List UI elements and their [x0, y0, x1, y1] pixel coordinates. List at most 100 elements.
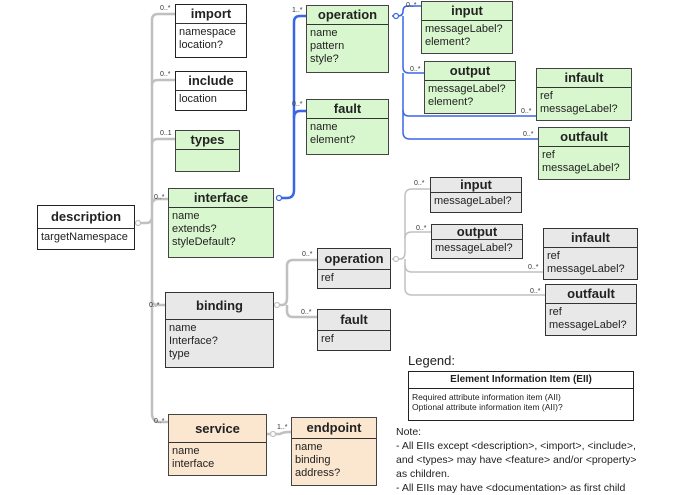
node-attr: ref: [547, 250, 560, 262]
mult-if-output: 0..*: [410, 66, 421, 73]
node-attr: messageLabel?: [542, 162, 620, 174]
edge-binding-operation: [272, 258, 317, 307]
note-line: - All EIIs except <description>, <import…: [396, 440, 636, 452]
legend-header: Element Information Item (EII): [409, 372, 633, 389]
node-attr: name: [310, 27, 338, 39]
note-line: Note:: [396, 426, 422, 438]
connector-dot: [273, 301, 281, 309]
mult-if-operation: 1..*: [292, 7, 303, 14]
node-attr: messageLabel?: [540, 103, 618, 115]
node-title: input: [431, 178, 521, 193]
edge-boperation-infault: [404, 259, 543, 273]
node-binding-fault[interactable]: fault ref: [317, 309, 391, 351]
node-attr: address?: [295, 467, 341, 479]
mult-b-input: 0..*: [414, 180, 425, 187]
edge-ifoperation-input: [392, 5, 421, 17]
node-include[interactable]: include location: [175, 71, 247, 111]
node-title: output: [432, 225, 522, 240]
node-binding-outfault[interactable]: outfault ref messageLabel?: [545, 284, 637, 336]
mult-if-infault: 0..*: [521, 108, 532, 115]
connector-dot: [134, 219, 142, 227]
node-interface-fault[interactable]: fault name element?: [306, 99, 389, 155]
node-attr: ref: [321, 272, 334, 284]
node-attr: name: [172, 210, 200, 222]
node-interface-input[interactable]: input messageLabel? element?: [421, 1, 513, 54]
legend-title: Legend:: [408, 353, 455, 368]
node-attr: name: [295, 441, 323, 453]
edge-description-interface: [150, 197, 168, 206]
node-description[interactable]: description targetNamespace: [37, 205, 135, 250]
node-attr: binding: [295, 454, 331, 466]
node-title: outfault: [546, 285, 636, 304]
node-interface-outfault[interactable]: outfault ref messageLabel?: [538, 127, 630, 180]
node-service[interactable]: service name interface: [168, 414, 267, 476]
node-title: description: [38, 206, 134, 229]
node-attr: name: [169, 322, 197, 334]
edge-description-binding: [150, 217, 168, 424]
node-attr: location: [179, 93, 217, 105]
node-interface-output[interactable]: output messageLabel? element?: [424, 61, 516, 114]
node-endpoint[interactable]: endpoint name binding address?: [291, 417, 377, 486]
connector-dot: [392, 12, 400, 20]
node-interface[interactable]: interface name extends? styleDefault?: [168, 188, 274, 258]
mult-b-outfault: 0..*: [530, 288, 541, 295]
node-title: import: [176, 5, 246, 24]
node-attr: ref: [540, 90, 553, 102]
edge-boperation-input: [392, 188, 430, 260]
edge-description-include: [150, 78, 176, 86]
node-types[interactable]: types: [175, 130, 240, 172]
node-title: binding: [166, 293, 273, 320]
node-title: interface: [169, 189, 273, 208]
edge-interface-operation: [276, 14, 307, 200]
mult-if-outfault: 0..*: [523, 131, 534, 138]
mult-b-operation: 0..*: [302, 251, 313, 258]
node-attr: element?: [310, 134, 356, 146]
edge-service-endpoint: [267, 430, 292, 436]
note-line: - All EIIs may have <documentation> as f…: [396, 482, 626, 494]
node-interface-infault[interactable]: infault ref messageLabel?: [536, 68, 632, 121]
node-attr: messageLabel?: [425, 23, 503, 35]
node-title: include: [176, 72, 246, 91]
node-attr: name: [310, 121, 338, 133]
connector-dot: [275, 194, 283, 202]
note-line: as children.: [396, 468, 450, 480]
node-import[interactable]: import namespace location?: [175, 4, 247, 58]
note: Note: - All EIIs except <description>, <…: [396, 425, 637, 495]
node-binding-operation[interactable]: operation ref: [317, 248, 391, 289]
node-title: service: [169, 415, 266, 443]
node-attr: messageLabel?: [547, 263, 625, 275]
node-attr: extends?: [172, 223, 217, 235]
node-title: input: [422, 2, 512, 21]
node-attr: messageLabel?: [434, 195, 512, 207]
mult-include: 0..*: [160, 71, 171, 78]
mult-if-fault: 0..*: [292, 101, 303, 108]
node-title: operation: [318, 249, 390, 270]
mult-if-input: 0..*: [406, 2, 417, 9]
node-attr: Interface?: [169, 335, 218, 347]
node-attr: location?: [179, 39, 224, 51]
mult-import: 0..*: [160, 5, 171, 12]
mult-interface: 0..*: [154, 194, 165, 201]
node-binding-input[interactable]: input messageLabel?: [430, 177, 522, 213]
note-line: and <types> may have <feature> and/or <p…: [396, 454, 637, 466]
edge-boperation-output: [404, 231, 431, 239]
node-title: output: [425, 62, 515, 81]
edge-ifoperation-output: [402, 16, 424, 74]
node-binding-output[interactable]: output messageLabel?: [431, 224, 523, 259]
edge-binding-fault: [285, 305, 317, 319]
edge-interface-fault: [292, 109, 307, 119]
node-attr: messageLabel?: [428, 83, 506, 95]
node-interface-operation[interactable]: operation name pattern style?: [306, 5, 389, 73]
mult-b-output: 0..*: [416, 225, 427, 232]
connector-dot: [392, 255, 400, 263]
mult-service: 0..*: [154, 418, 165, 425]
node-title: types: [176, 131, 239, 150]
node-attr: interface: [172, 458, 215, 470]
legend-line: Optional attribute information item (AII…: [412, 402, 563, 412]
node-attr: type: [169, 348, 190, 360]
node-binding-infault[interactable]: infault ref messageLabel?: [543, 228, 638, 280]
node-attr: style?: [310, 53, 339, 65]
node-binding[interactable]: binding name Interface? type: [165, 292, 274, 368]
node-attr: messageLabel?: [435, 242, 513, 254]
node-attr: pattern: [310, 40, 345, 52]
